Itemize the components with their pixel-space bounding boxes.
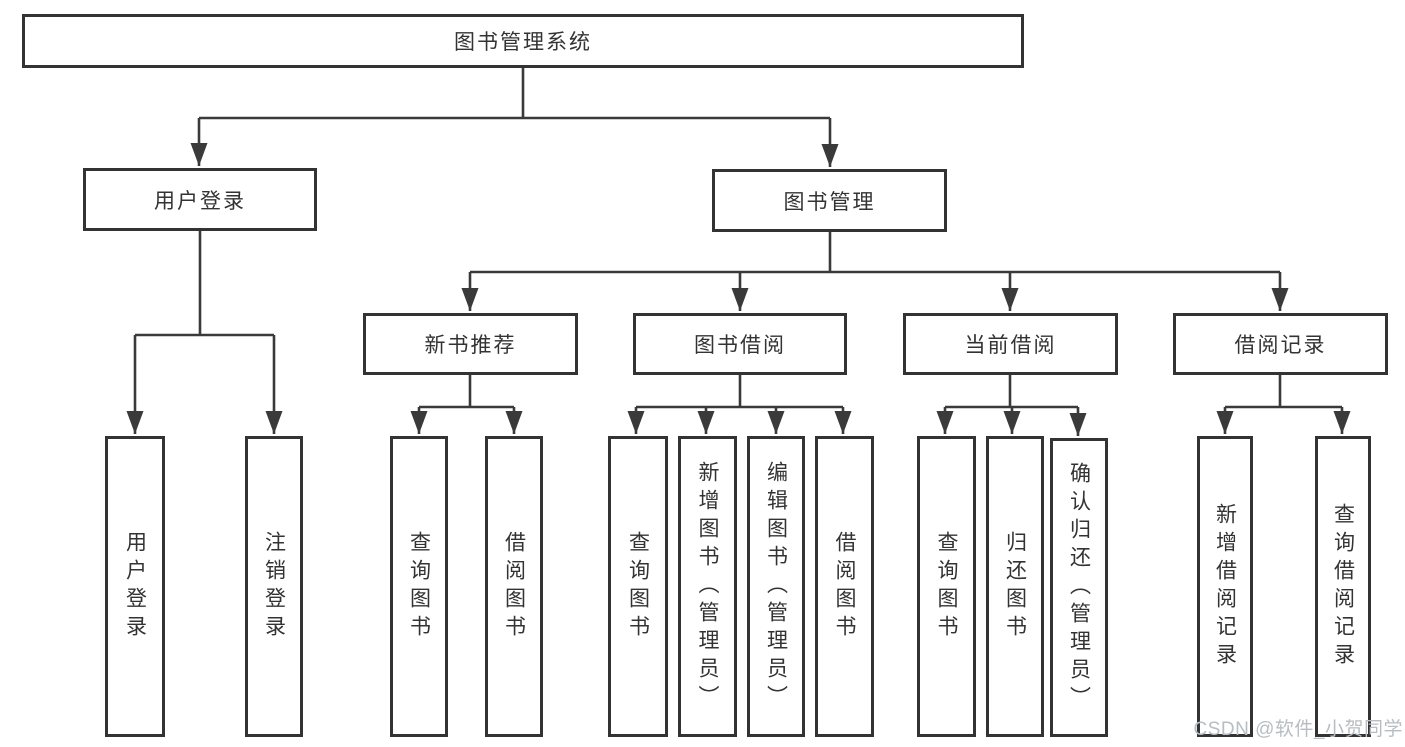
leaf-query-books-3: 查询图书 <box>917 436 976 737</box>
leaf-query-books-1-label: 查询图书 <box>407 530 431 643</box>
leaf-borrow-books-2-label: 借阅图书 <box>833 530 856 643</box>
leaf-query-books-2: 查询图书 <box>608 436 668 737</box>
leaf-logout: 注销登录 <box>245 436 303 737</box>
leaf-add-books-admin: 新增图书（管理员） <box>678 436 737 737</box>
leaf-edit-books-admin: 编辑图书（管理员） <box>747 436 805 737</box>
leaf-user-login: 用户登录 <box>105 436 165 737</box>
leaf-user-login-label: 用户登录 <box>123 530 147 643</box>
leaf-borrow-books-1-label: 借阅图书 <box>502 530 526 643</box>
node-book-borrowing: 图书借阅 <box>633 313 847 375</box>
leaf-query-books-2-label: 查询图书 <box>626 530 650 643</box>
leaf-logout-label: 注销登录 <box>262 530 286 643</box>
leaf-query-books-1: 查询图书 <box>390 436 448 737</box>
leaf-query-borrow-record-label: 查询借阅记录 <box>1331 502 1355 671</box>
leaf-query-books-3-label: 查询图书 <box>935 530 958 643</box>
node-book-management: 图书管理 <box>712 169 947 232</box>
node-new-book-recommend: 新书推荐 <box>363 313 578 375</box>
leaf-edit-books-admin-label: 编辑图书（管理员） <box>764 460 788 713</box>
leaf-return-books: 归还图书 <box>986 436 1044 737</box>
node-borrowing-records: 借阅记录 <box>1173 313 1388 375</box>
leaf-borrow-books-2: 借阅图书 <box>815 436 874 737</box>
leaf-query-borrow-record: 查询借阅记录 <box>1315 436 1371 737</box>
leaf-borrow-books-1: 借阅图书 <box>485 436 543 737</box>
leaf-confirm-return-admin-label: 确认归还（管理员） <box>1067 461 1091 714</box>
leaf-add-books-admin-label: 新增图书（管理员） <box>696 460 719 713</box>
node-current-borrowing: 当前借阅 <box>903 313 1118 375</box>
leaf-confirm-return-admin: 确认归还（管理员） <box>1050 438 1108 737</box>
leaf-add-borrow-record-label: 新增借阅记录 <box>1213 502 1237 671</box>
leaf-return-books-label: 归还图书 <box>1003 530 1027 643</box>
node-user-login-label: 用户登录 <box>154 189 246 213</box>
node-root-label: 图书管理系统 <box>454 31 592 54</box>
watermark: CSDN @软件_小贺同学 <box>1193 719 1403 740</box>
node-user-login: 用户登录 <box>83 168 317 231</box>
node-current-borrowing-label: 当前借阅 <box>964 334 1057 357</box>
node-book-management-label: 图书管理 <box>783 190 876 214</box>
leaf-add-borrow-record: 新增借阅记录 <box>1197 436 1253 737</box>
node-root: 图书管理系统 <box>22 14 1024 68</box>
node-new-book-recommend-label: 新书推荐 <box>424 334 517 357</box>
node-book-borrowing-label: 图书借阅 <box>694 334 786 357</box>
node-borrowing-records-label: 借阅记录 <box>1234 334 1327 357</box>
